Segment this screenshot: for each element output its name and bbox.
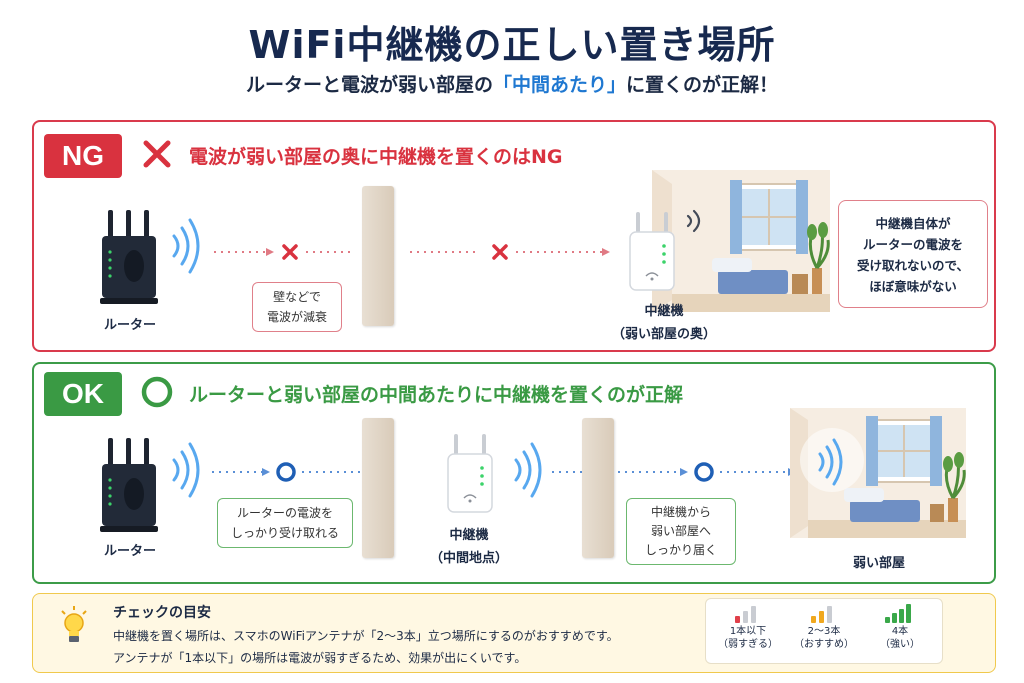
ok-room-label: 弱い部屋 <box>852 556 905 571</box>
tips-line-2: アンテナが「1本以下」の場所は電波が弱すぎるため、効果が出にくいです。 <box>113 651 527 665</box>
wifi-waves-icon <box>172 218 200 274</box>
callout-line: 中継機から <box>650 505 711 519</box>
signal-strong: 4本 （強い） <box>864 603 936 651</box>
signal-weak: 1本以下 （弱すぎる） <box>712 603 784 651</box>
ok-repeater-label: 中継機 （中間地点） <box>414 524 524 566</box>
ng-note: 中継機自体が ルーターの電波を 受け取れないので、 ほぼ意味がない <box>838 200 988 308</box>
note-line: 受け取れないので、 <box>856 258 969 273</box>
ok-signal-path-1 <box>212 462 360 482</box>
callout-line: 電波が減衰 <box>266 310 327 324</box>
signal-note: （おすすめ） <box>794 639 854 650</box>
page-subtitle: ルーターと電波が弱い部屋の「中間あたり」に置くのが正解！ <box>0 70 1024 97</box>
callout-line: しっかり届く <box>644 543 717 557</box>
wall <box>362 418 394 558</box>
ng-router-label: ルーター <box>103 318 156 333</box>
ok-callout-deliver: 中継機から 弱い部屋へ しっかり届く <box>626 498 736 565</box>
signal-guide: 1本以下 （弱すぎる） 2〜3本 （おすすめ） 4本 （強い） <box>705 598 943 664</box>
signal-bars-weak-icon <box>735 606 756 623</box>
page-title: WiFi中継機の正しい置き場所 <box>248 23 776 67</box>
ng-badge: NG <box>44 134 122 178</box>
repeater-label-line: 中継機 <box>644 304 684 319</box>
ok-heading: ルーターと弱い部屋の中間あたりに中継機を置くのが正解 <box>189 384 684 406</box>
tips-box: チェックの目安 中継機を置く場所は、スマホのWiFiアンテナが「2〜3本」立つ場… <box>32 593 996 673</box>
router-icon <box>100 438 158 532</box>
signal-label: 4本 <box>891 626 909 637</box>
callout-line: 壁などで <box>273 290 321 304</box>
wifi-waves-icon <box>514 442 542 498</box>
ok-signal-path-3 <box>618 462 796 482</box>
ng-signal-path <box>214 244 610 260</box>
weak-wifi-waves-icon <box>686 209 701 233</box>
note-line: ルーターの電波を <box>862 237 963 252</box>
subtitle-after: に置くのが正解！ <box>626 74 779 96</box>
router-icon <box>100 210 158 304</box>
ok-router-label: ルーター <box>103 544 156 559</box>
signal-note: （強い） <box>880 639 920 650</box>
tips-line-1: 中継機を置く場所は、スマホのWiFiアンテナが「2〜3本」立つ場所にするのがおす… <box>113 629 619 643</box>
ng-wall-callout: 壁などで 電波が減衰 <box>252 282 342 332</box>
weak-room-illustration <box>652 170 830 312</box>
note-line: ほぼ意味がない <box>869 279 957 294</box>
wall <box>582 418 614 558</box>
callout-line: しっかり受け取れる <box>230 526 339 540</box>
ng-panel: NG 電波が弱い部屋の奥に中継機を置くのはNG ルーター 壁などで 電波が減衰 <box>32 120 996 352</box>
ok-callout-receive: ルーターの電波を しっかり受け取れる <box>217 498 353 548</box>
repeater-icon <box>629 212 675 291</box>
ok-panel: OK ルーターと弱い部屋の中間あたりに中継機を置くのが正解 ルーター ルーターの… <box>32 362 996 584</box>
repeater-label-line: （中間地点） <box>429 551 508 566</box>
signal-label: 1本以下 <box>729 626 767 637</box>
wifi-waves-icon <box>172 442 200 498</box>
wifi-waves-icon <box>818 438 843 486</box>
repeater-label-line: （弱い部屋の奥） <box>611 327 716 342</box>
subtitle-before: ルーターと電波が弱い部屋の <box>245 74 493 96</box>
lightbulb-icon <box>61 606 87 642</box>
ng-heading: 電波が弱い部屋の奥に中継機を置くのはNG <box>189 146 563 168</box>
cross-icon <box>143 140 171 168</box>
subtitle-highlight: 「中間あたり」 <box>492 74 626 96</box>
signal-recommended: 2〜3本 （おすすめ） <box>788 603 860 651</box>
ok-badge: OK <box>44 372 122 416</box>
note-line: 中継機自体が <box>875 216 951 231</box>
signal-bars-strong-icon <box>885 604 911 623</box>
weak-room-illustration <box>790 408 966 538</box>
tips-title: チェックの目安 <box>113 605 211 621</box>
signal-bars-medium-icon <box>811 606 832 623</box>
repeater-label-line: 中継機 <box>449 528 489 543</box>
wall <box>362 186 394 326</box>
circle-icon <box>141 376 173 408</box>
signal-note: （弱すぎる） <box>718 639 778 650</box>
ng-repeater-label: 中継機 （弱い部屋の奥） <box>609 300 719 342</box>
callout-line: ルーターの電波を <box>236 506 333 520</box>
repeater-icon <box>447 434 493 513</box>
callout-line: 弱い部屋へ <box>650 524 711 538</box>
signal-label: 2〜3本 <box>807 626 841 637</box>
